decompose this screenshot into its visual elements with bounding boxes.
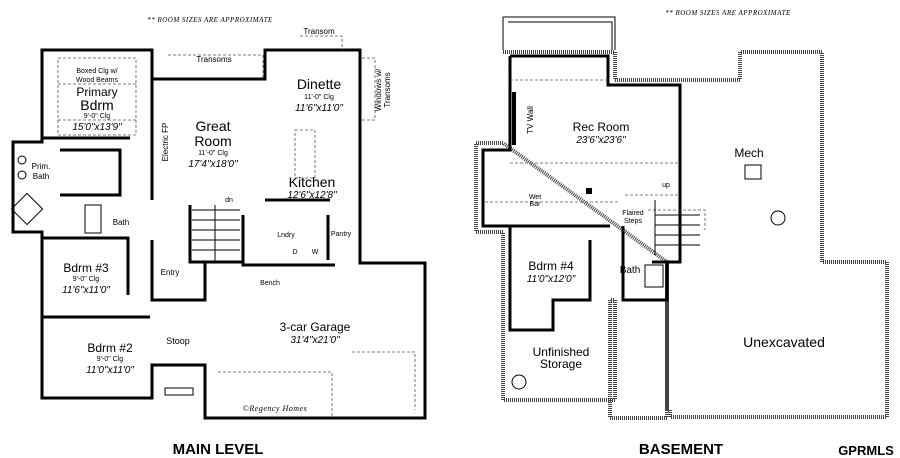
entry-label: Entry: [161, 268, 180, 277]
transoms-sub-label: Transoms: [383, 72, 392, 107]
primary-ceiling-feature-2: Wood Beams: [76, 77, 118, 84]
wet-bar-label-2: Bar: [530, 201, 542, 208]
prim-bath-label: Prim.: [32, 162, 51, 171]
laundry-label: Lndry: [277, 232, 295, 239]
rec-room-size: 23'6"x23'6": [575, 135, 626, 146]
primary-bdrm-label-2: Bdrm: [80, 97, 113, 113]
unexcavated-label: Unexcavated: [743, 334, 825, 350]
primary-bdrm-ceiling: 9'-0" Clg: [84, 113, 110, 120]
mech-label: Mech: [734, 146, 763, 160]
bdrm2-ceiling: 9'-0" Clg: [97, 356, 123, 363]
electric-fp-label: Electric FP: [161, 123, 170, 162]
copyright: ©Regency Homes: [243, 404, 307, 413]
flaired-steps-label-2: Steps: [624, 218, 642, 225]
bdrm2-size: 11'0"x11'0": [86, 365, 134, 376]
basement-title: BASEMENT: [639, 441, 723, 458]
primary-bdrm-label: Primary: [76, 85, 117, 99]
storage-label: Unfinished: [533, 345, 590, 359]
windows-transoms-label: Windows w/ Transoms: [374, 68, 392, 111]
wet-bar-label: Wet: [529, 194, 541, 201]
sink-icon: [17, 155, 27, 165]
water-heater-icon: [770, 210, 786, 226]
dinette-label: Dinette: [297, 76, 342, 92]
shower-icon: [644, 264, 664, 288]
kitchen-size: 12'6"x12'8": [287, 190, 337, 201]
tub-icon: [10, 192, 44, 226]
bdrm4-size: 11'0"x12'0": [527, 274, 576, 285]
furnace-icon: [744, 164, 762, 180]
primary-bdrm-size: 15'0"x13'9": [72, 122, 122, 133]
bdrm3-ceiling: 9'-0" Clg: [73, 276, 99, 283]
column-post: [586, 188, 592, 194]
approximate-note-basement: ** ROOM SIZES ARE APPROXIMATE: [665, 9, 791, 17]
transoms-label: Transoms: [196, 55, 231, 64]
bdrm3-size: 11'6"x11'0": [62, 285, 110, 296]
great-room-label: Great: [195, 118, 230, 134]
main-level-walls: [10, 35, 427, 420]
tv-wall-label: TV Wall: [526, 106, 535, 134]
prim-bath-label-2: Bath: [33, 172, 49, 181]
approximate-note: ** ROOM SIZES ARE APPROXIMATE: [147, 16, 273, 24]
dryer-label: D: [292, 249, 297, 256]
stairs-down-label: dn: [225, 197, 233, 204]
stairs-up-label: up: [662, 182, 670, 189]
kitchen-label: Kitchen: [289, 174, 336, 190]
stoop-step: [164, 387, 194, 396]
bdrm3-label: Bdrm #3: [63, 261, 109, 275]
floor-drain-icon: [511, 374, 527, 390]
bdrm2-label: Bdrm #2: [87, 341, 133, 355]
garage-size: 31'4"x21'0": [290, 335, 340, 346]
great-room-label-2: Room: [194, 133, 231, 149]
garage-label: 3-car Garage: [280, 320, 351, 334]
sink-icon: [17, 170, 27, 180]
bdrm4-label: Bdrm #4: [528, 259, 574, 273]
transom-label: Transom: [303, 27, 335, 36]
bathtub-icon: [84, 204, 102, 234]
pantry-label: Pantry: [331, 231, 352, 238]
stoop-label: Stoop: [166, 336, 190, 346]
main-level-title: MAIN LEVEL: [173, 441, 264, 458]
gprmls-watermark: GPRMLS: [838, 443, 894, 458]
rec-room-label: Rec Room: [573, 120, 630, 134]
flaired-steps-label: Flaired: [622, 210, 644, 217]
dinette-ceiling: 11'-0" Clg: [304, 94, 334, 101]
bath-label: Bath: [113, 218, 129, 227]
great-room-size: 17'4"x18'0": [188, 159, 238, 170]
basement-walls: [474, 16, 889, 420]
great-room-ceiling: 11'-0" Clg: [198, 150, 228, 157]
storage-label-2: Storage: [540, 357, 582, 371]
basement-bath-label: Bath: [620, 265, 641, 276]
windows-label: Windows w/: [374, 68, 383, 111]
primary-ceiling-feature: Boxed Clg w/: [76, 68, 117, 75]
washer-label: W: [312, 249, 319, 256]
dinette-size: 11'6"x11'0": [295, 103, 343, 114]
bench-label: Bench: [260, 280, 280, 287]
